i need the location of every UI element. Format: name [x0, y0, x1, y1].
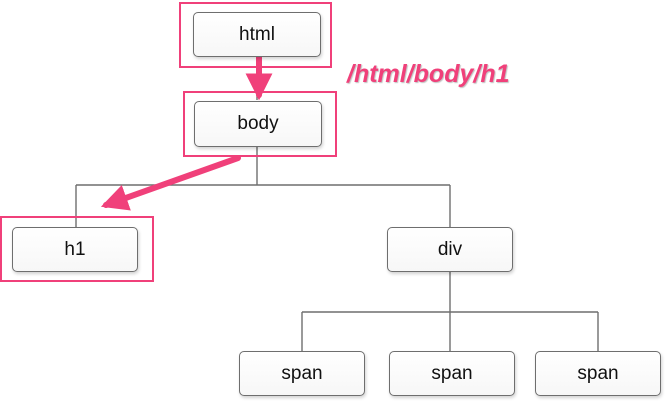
node-span-2: span: [389, 351, 515, 396]
node-div: div: [387, 227, 513, 272]
node-body: body: [194, 101, 322, 147]
node-h1: h1: [12, 227, 138, 272]
node-html: html: [193, 12, 321, 57]
xpath-label: /html/body/h1: [347, 60, 510, 88]
path-arrow-body-to-h1: [100, 155, 241, 211]
node-span-1: span: [239, 351, 365, 396]
node-span-3: span: [535, 351, 661, 396]
